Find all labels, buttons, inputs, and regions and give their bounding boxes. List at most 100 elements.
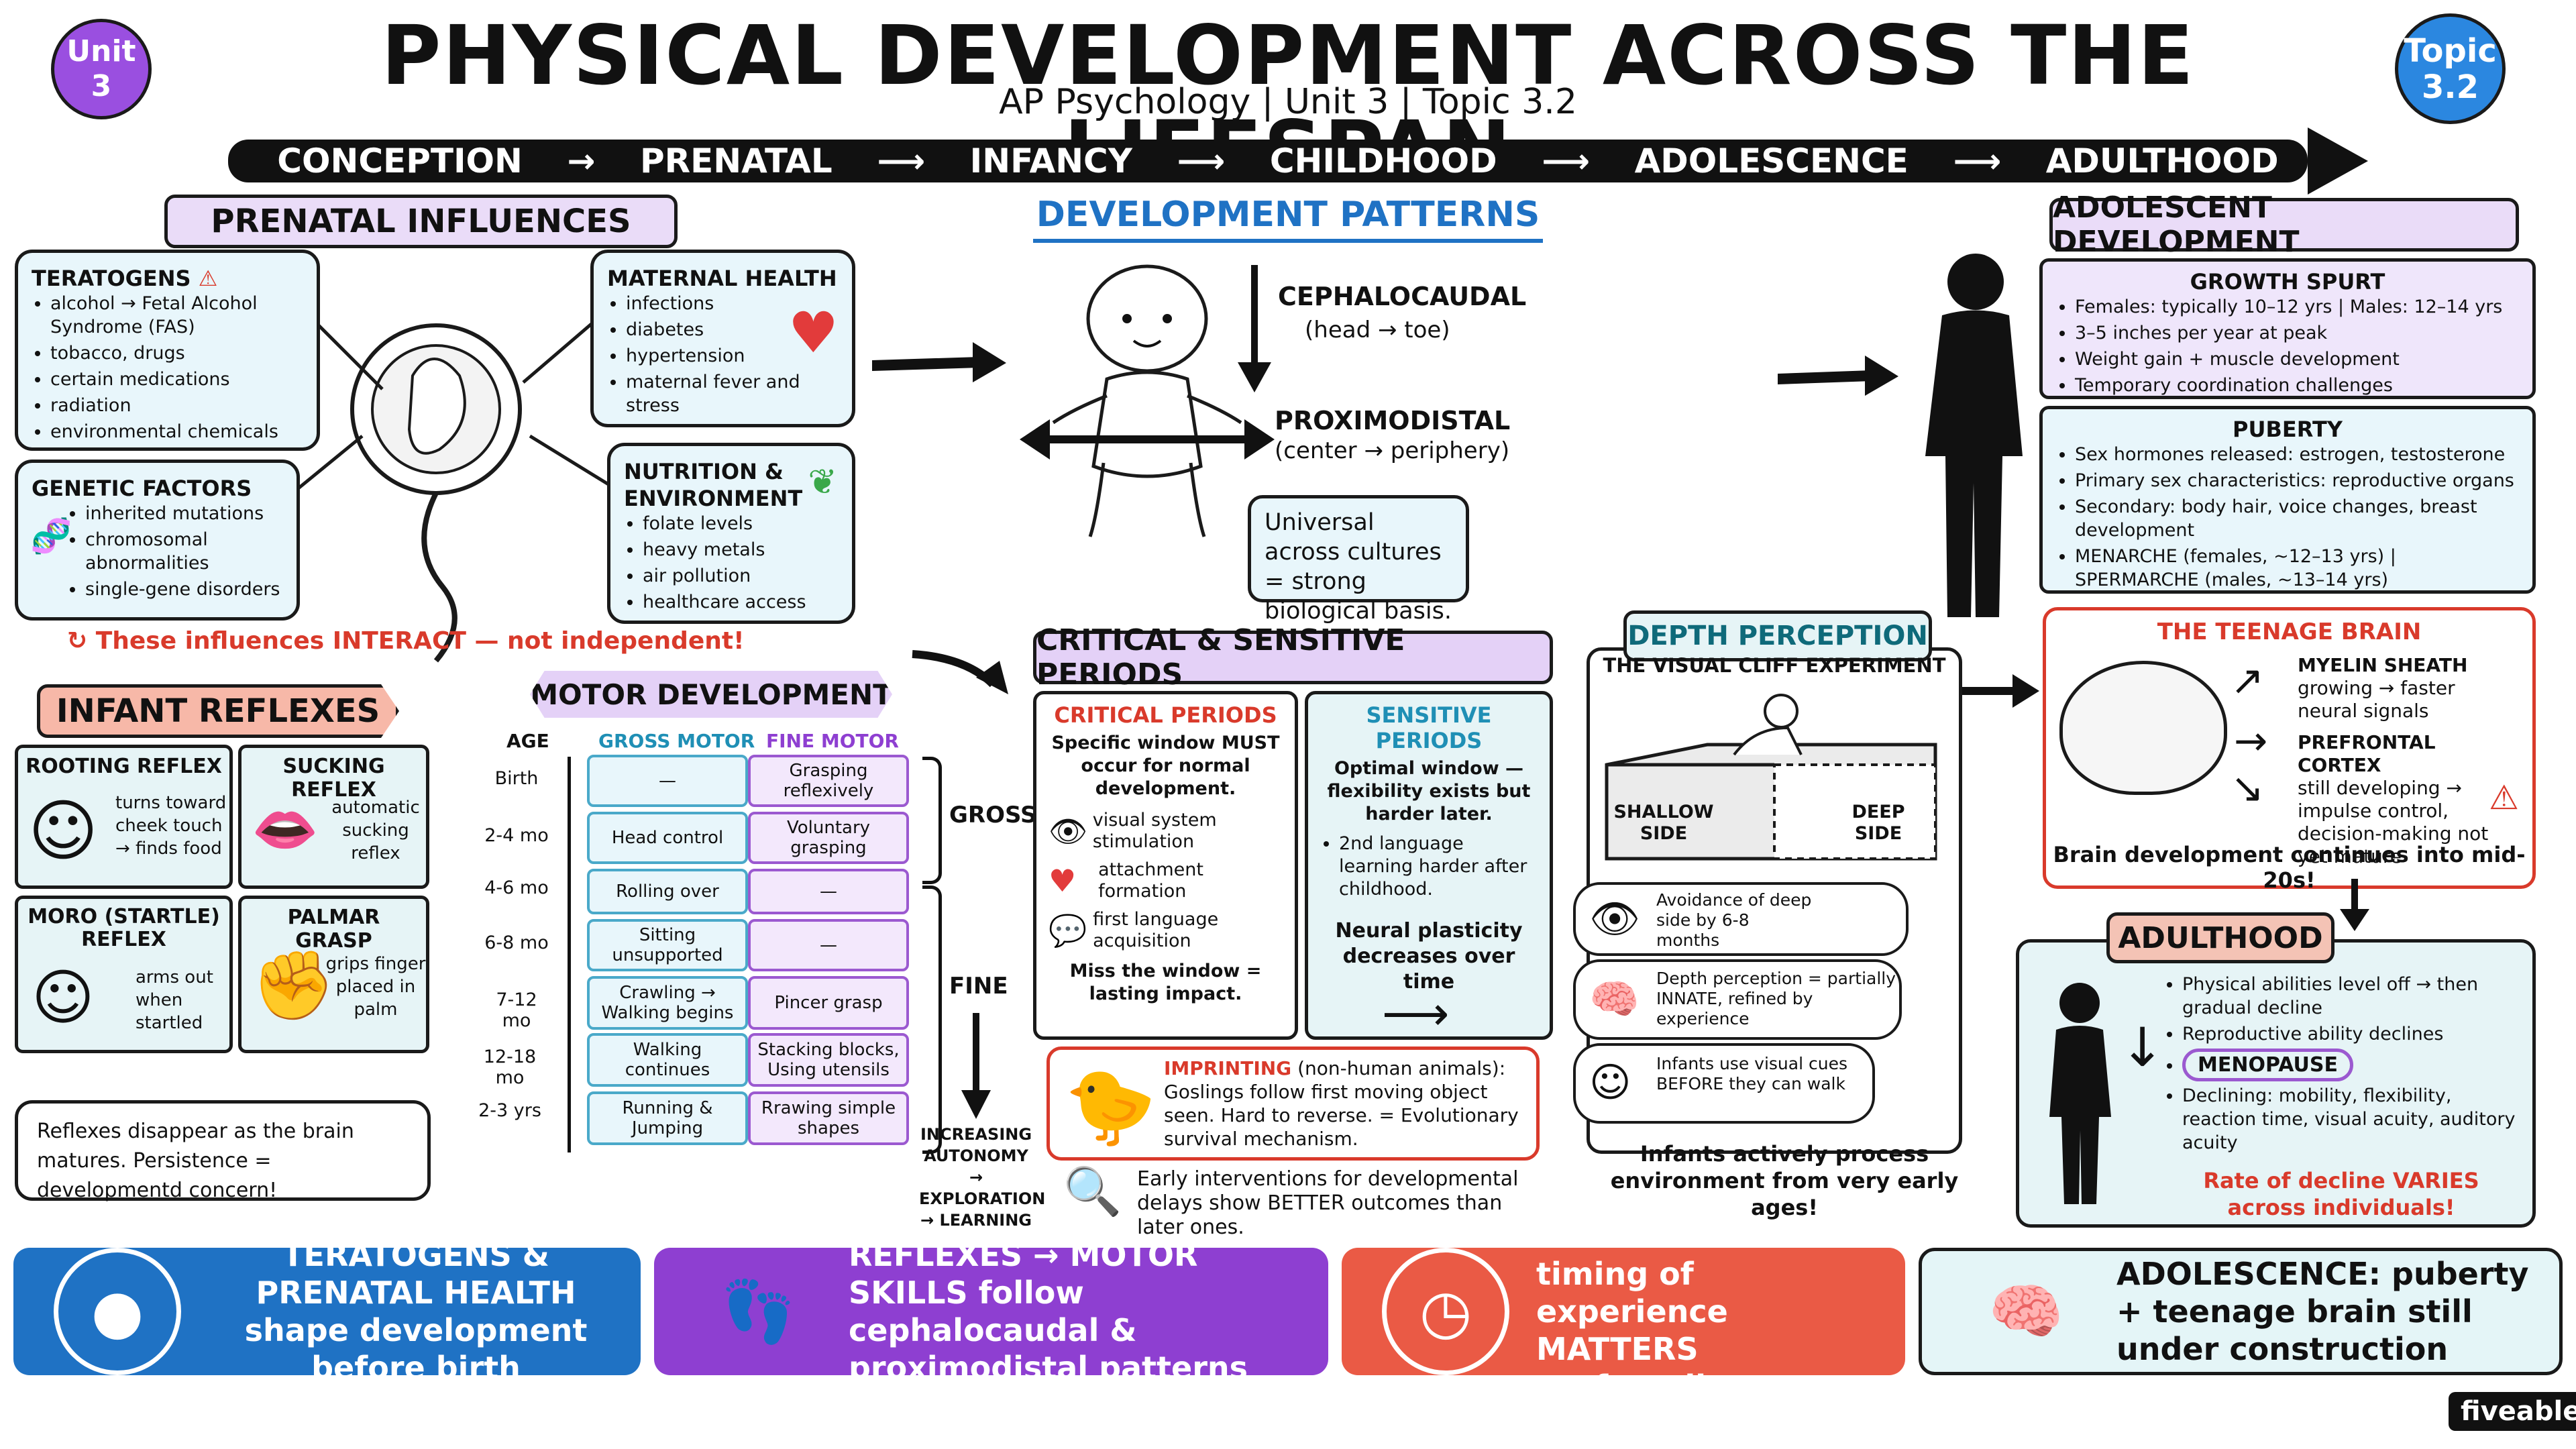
reflexes-title: INFANT REFLEXES bbox=[37, 684, 399, 738]
fine-label: FINE bbox=[949, 973, 1008, 1000]
visual-cliff-illustration bbox=[1605, 694, 1937, 861]
banner-critical: ◷ CRITICAL PERIODS: timing of experience… bbox=[1342, 1218, 1905, 1405]
motor-title: MOTOR DEVELOPMENT bbox=[530, 671, 892, 718]
baby-face-icon: ☺ bbox=[28, 792, 99, 870]
gross-cell: Rolling over bbox=[587, 869, 748, 914]
fine-cell: — bbox=[748, 919, 909, 971]
gross-bracket bbox=[922, 757, 942, 884]
universal-note: Universal across cultures = strong biolo… bbox=[1248, 495, 1469, 625]
gross-cell: Head control bbox=[587, 812, 748, 864]
arrow-icon: ⟶ bbox=[1542, 142, 1590, 180]
gross-cell: Crawling → Walking begins bbox=[587, 976, 748, 1030]
maternal-title: MATERNAL HEALTH bbox=[607, 266, 837, 291]
unit-badge: Unit 3 bbox=[51, 19, 152, 119]
teen-brain-footer: Brain development continues into mid-20s… bbox=[2053, 842, 2526, 893]
list-item: heavy metals bbox=[643, 538, 839, 561]
list-item: Primary sex characteristics: reproductiv… bbox=[2075, 469, 2519, 492]
genetic-factors-card: GENETIC FACTORS 🧬 inherited mutations ch… bbox=[15, 460, 300, 621]
fine-cell: Pincer grasp bbox=[748, 976, 909, 1030]
heart-icon: ♥ bbox=[788, 300, 839, 366]
list-item: alcohol → Fetal Alcohol Syndrome (FAS) bbox=[50, 292, 303, 339]
lips-icon: 👄 bbox=[252, 798, 319, 861]
stage-adulthood: ADULTHOOD bbox=[2045, 142, 2279, 180]
arrow-icon: ⟶ bbox=[1953, 142, 2002, 180]
col-age: AGE bbox=[506, 730, 549, 752]
unit-badge-text: Unit 3 bbox=[66, 34, 136, 103]
hand-grasp-icon: ✊ bbox=[252, 946, 335, 1024]
fine-cell: Stacking blocks, Using utensils bbox=[748, 1033, 909, 1087]
arrow-icon: ↘ bbox=[2231, 765, 2265, 812]
timeline-labels: CONCEPTION → PRENATAL ⟶ INFANCY ⟶ CHILDH… bbox=[255, 140, 2301, 182]
crit-item: 👁 visual system stimulation bbox=[1049, 810, 1217, 852]
clock-icon: ◷ bbox=[1382, 1248, 1509, 1375]
arrow-icon: ↓ bbox=[2120, 1016, 2165, 1079]
list-item: Weight gain + muscle development bbox=[2075, 347, 2519, 371]
teen-brain-card: THE TEENAGE BRAIN ↗ → ↘ MYELIN SHEATH gr… bbox=[2043, 607, 2536, 893]
col-gross: GROSS MOTOR bbox=[598, 730, 755, 752]
arrow-icon: ↗ bbox=[2231, 657, 2265, 704]
reflex-note: Reflexes disappear as the brain matures.… bbox=[15, 1100, 431, 1202]
moro-title: MORO (STARTLE) REFLEX bbox=[28, 905, 220, 951]
baby-face-icon: ☺ bbox=[1589, 1059, 1631, 1106]
depth-item: ☺ Infants use visual cues BEFORE they ca… bbox=[1573, 1043, 1875, 1124]
sens-item: 2nd language learning harder after child… bbox=[1339, 833, 1538, 901]
list-item: infections bbox=[626, 292, 807, 315]
depth-title: DEPTH PERCEPTION bbox=[1623, 610, 1932, 661]
gross-cell: — bbox=[587, 755, 748, 807]
topic-badge: Topic 3.2 bbox=[2395, 13, 2506, 124]
stage-adolescence: ADOLESCENCE bbox=[1634, 142, 1909, 180]
cycle-arrow-icon: ↻ bbox=[67, 627, 96, 655]
growth-spurt-card: GROWTH SPURT Females: typically 10–12 yr… bbox=[2039, 258, 2536, 399]
page-subtitle: AP Psychology | Unit 3 | Topic 3.2 bbox=[999, 82, 1577, 122]
gross-cell: Running & Jumping bbox=[587, 1091, 748, 1145]
pfc-text: still developing → impulse control, deci… bbox=[2298, 777, 2489, 867]
fine-cell: Voluntary grasping bbox=[748, 812, 909, 864]
maternal-health-card: MATERNAL HEALTH infections diabetes hype… bbox=[590, 250, 855, 427]
sucking-text: automatic sucking reflex bbox=[331, 798, 420, 863]
cephalocaudal-label: CEPHALOCAUDAL bbox=[1278, 282, 1527, 311]
row-age: 12-18 mo bbox=[483, 1046, 537, 1088]
cephalocaudal-arrow bbox=[1238, 265, 1271, 392]
depth-item: 👁 Avoidance of deep side by 6-8 months bbox=[1573, 882, 1909, 956]
arrow-icon: ⟶ bbox=[1382, 986, 1450, 1041]
arrow-icon: ⟶ bbox=[1177, 142, 1226, 180]
depth-item: 🧠 Depth perception = partially INNATE, r… bbox=[1573, 959, 1902, 1040]
list-item: tobacco, drugs bbox=[50, 341, 303, 365]
palmar-text: grips finger placed in palm bbox=[325, 954, 426, 1020]
row-age: 4-6 mo bbox=[484, 877, 549, 898]
age-axis-line bbox=[568, 757, 571, 1152]
teratogens-card: TERATOGENS ⚠ alcohol → Fetal Alcohol Syn… bbox=[15, 250, 320, 451]
timeline-arrow bbox=[228, 127, 2368, 195]
list-item: maternal fever and stress bbox=[626, 370, 807, 417]
list-item: folate levels bbox=[643, 512, 839, 535]
crit-text: Specific window MUST occur for normal de… bbox=[1051, 733, 1280, 799]
teen-brain-title: THE TEENAGE BRAIN bbox=[2157, 619, 2422, 645]
puberty-card: PUBERTY Sex hormones released: estrogen,… bbox=[2039, 406, 2536, 594]
palmar-grasp-card: PALMAR GRASP ✊ grips finger placed in pa… bbox=[238, 896, 429, 1053]
list-item: Females: typically 10–12 yrs | Males: 12… bbox=[2075, 295, 2519, 319]
gross-label: GROSS bbox=[949, 802, 1037, 828]
arrow-prenatal-to-patterns bbox=[872, 342, 1006, 382]
nutrition-title: NUTRITION & ENVIRONMENT bbox=[624, 459, 803, 511]
depth-footer: Infants actively process environment fro… bbox=[1610, 1141, 1959, 1220]
proximodistal-label: PROXIMODISTAL bbox=[1275, 406, 1511, 435]
brand-logo: fiveable bbox=[2449, 1392, 2576, 1431]
imprint-text: IMPRINTING (non-human animals): Goslings… bbox=[1164, 1057, 1536, 1150]
list-item: certain medications bbox=[50, 368, 303, 391]
row-age: Birth bbox=[494, 768, 539, 789]
sucking-title: SUCKING REFLEX bbox=[282, 755, 385, 802]
imprint-body: (non-human animals): Goslings follow fir… bbox=[1164, 1057, 1519, 1150]
autonomy-text: INCREASING AUTONOMY → EXPLORATION → LEAR… bbox=[919, 1125, 1046, 1230]
arrow-to-teen-brain bbox=[1962, 674, 2039, 708]
arrow-icon: → bbox=[567, 142, 596, 180]
list-item: Sex hormones released: estrogen, testost… bbox=[2075, 443, 2519, 466]
row-age: 2-4 mo bbox=[484, 825, 549, 846]
autonomy-arrow bbox=[961, 1013, 991, 1119]
rooting-reflex-card: ROOTING REFLEX ☺ turns toward cheek touc… bbox=[15, 745, 233, 889]
eye-icon: 👁 bbox=[1049, 812, 1088, 849]
early-intervention-text: Early interventions for developmental de… bbox=[1137, 1167, 1519, 1239]
stage-infancy: INFANCY bbox=[969, 142, 1132, 180]
list-item: environmental chemicals bbox=[50, 420, 303, 443]
list-item: Reproductive ability declines bbox=[2182, 1022, 2531, 1046]
adulthood-title: ADULTHOOD bbox=[2106, 912, 2334, 963]
